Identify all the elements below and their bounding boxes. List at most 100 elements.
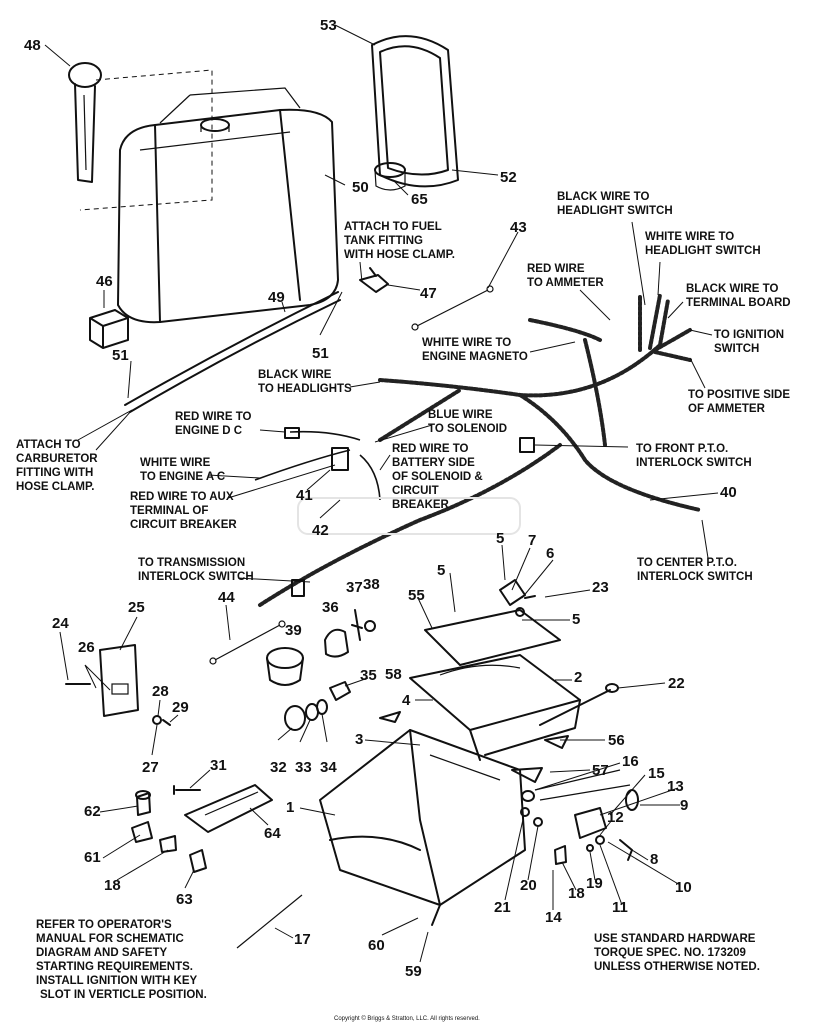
part-number: 51 [112, 347, 129, 364]
part-number: 58 [385, 666, 402, 683]
part-number: 33 [295, 759, 312, 776]
part-number: 11 [612, 899, 628, 916]
fuel-line-drawing [124, 291, 339, 406]
part-number: 16 [622, 753, 639, 770]
part-number: 1 [286, 799, 294, 816]
part-number: 53 [320, 17, 337, 34]
part-number: 63 [176, 891, 193, 908]
part-number: 41 [296, 487, 313, 504]
lower-left-hardware-drawing [131, 784, 303, 949]
label-attach-carburetor: ATTACH TO CARBURETOR FITTING WITH HOSE C… [16, 439, 101, 493]
part-number: 62 [84, 803, 101, 820]
part-number: 3 [355, 731, 363, 748]
part-number: 40 [720, 484, 737, 501]
part-number: 10 [675, 879, 692, 896]
label-transmission: TO TRANSMISSION INTERLOCK SWITCH [138, 557, 254, 583]
fuel-cap-gauge-drawing [68, 62, 213, 211]
part-number: 55 [408, 587, 425, 604]
callout-labels: ATTACH TO FUEL TANK FITTING WITH HOSE CL… [16, 191, 793, 583]
part-number: 27 [142, 759, 159, 776]
dash-components-drawing [266, 609, 376, 701]
part-number: 24 [52, 615, 69, 632]
part-number: 48 [24, 37, 41, 54]
part-number: 5 [572, 611, 580, 628]
label-red-battery: RED WIRE TO BATTERY SIDE OF SOLENOID & C… [392, 443, 486, 511]
block-46-drawing [89, 309, 129, 349]
part-number: 4 [402, 692, 411, 709]
part-number: 9 [680, 797, 688, 814]
part-number: 31 [210, 757, 227, 774]
fuel-tank-drawing [117, 87, 339, 324]
label-center-pto: TO CENTER P.T.O. INTERLOCK SWITCH [637, 557, 753, 583]
part-number: 6 [546, 545, 554, 562]
part-number: 25 [128, 599, 145, 616]
label-white-engine-ac: WHITE WIRE TO ENGINE A C [140, 457, 225, 483]
part-number: 15 [648, 765, 665, 782]
part-number: 20 [520, 877, 537, 894]
label-blue-solenoid: BLUE WIRE TO SOLENOID [428, 409, 507, 435]
label-red-ammeter: RED WIRE TO AMMETER [527, 263, 604, 289]
label-black-headlights: BLACK WIRE TO HEADLIGHTS [258, 369, 352, 395]
part-number: 35 [360, 667, 377, 684]
part-number: 21 [494, 899, 511, 916]
part-number: 57 [592, 762, 609, 779]
label-attach-fuel: ATTACH TO FUEL TANK FITTING WITH HOSE CL… [344, 221, 455, 261]
part-number: 18 [568, 885, 585, 902]
note-operator-manual: REFER TO OPERATOR'S MANUAL FOR SCHEMATIC… [36, 919, 207, 1001]
label-red-engine-dc: RED WIRE TO ENGINE D C [175, 411, 255, 437]
part-number: 38 [363, 576, 380, 593]
label-black-headlight-switch: BLACK WIRE TO HEADLIGHT SWITCH [557, 191, 673, 217]
note-standard-hardware: USE STANDARD HARDWARE TORQUE SPEC. NO. 1… [594, 933, 760, 973]
label-red-aux: RED WIRE TO AUX TERMINAL OF CIRCUIT BREA… [130, 491, 237, 531]
bracket-hardware-drawing [65, 644, 171, 726]
part-number: 32 [270, 759, 287, 776]
part-number: 56 [608, 732, 625, 749]
part-number: 37 [346, 579, 363, 596]
part-number: 22 [668, 675, 685, 692]
part-number: 18 [104, 877, 121, 894]
part-number: 19 [586, 875, 603, 892]
part-number: 43 [510, 219, 527, 236]
part-number: 46 [96, 273, 113, 290]
part-number: 60 [368, 937, 385, 954]
part-number: 2 [574, 669, 582, 686]
fitting-47-drawing [359, 267, 389, 293]
label-front-pto: TO FRONT P.T.O. INTERLOCK SWITCH [636, 443, 752, 469]
part-number: 12 [607, 809, 624, 826]
part-numbers: 48 53 52 50 65 43 46 49 47 51 51 41 42 4… [24, 17, 737, 980]
console-drawing [319, 729, 526, 926]
label-positive-ammeter: TO POSITIVE SIDE OF AMMETER [688, 389, 793, 415]
part-number: 26 [78, 639, 95, 656]
part-number: 59 [405, 963, 422, 980]
label-white-magneto: WHITE WIRE TO ENGINE MAGNETO [422, 337, 528, 363]
part-number: 29 [172, 699, 189, 716]
part-number: 64 [264, 825, 281, 842]
part-number: 42 [312, 522, 329, 539]
part-number: 39 [285, 622, 302, 639]
leader-lines [44, 24, 719, 963]
label-white-headlight-switch: WHITE WIRE TO HEADLIGHT SWITCH [645, 231, 761, 257]
part-number: 7 [528, 532, 536, 549]
part-number: 50 [352, 179, 369, 196]
label-black-terminal-board: BLACK WIRE TO TERMINAL BOARD [686, 283, 791, 309]
part-number: 28 [152, 683, 169, 700]
part-number: 5 [437, 562, 445, 579]
label-ignition-switch: TO IGNITION SWITCH [714, 329, 787, 355]
part-number: 34 [320, 759, 337, 776]
dash-panel-drawing [409, 579, 581, 761]
part-number: 36 [322, 599, 339, 616]
part-number: 61 [84, 849, 101, 866]
part-number: 65 [411, 191, 428, 208]
seat-strap-drawing [371, 35, 459, 191]
key-switch-drawing [284, 699, 328, 731]
part-number: 49 [268, 289, 285, 306]
wiring-harness-drawing [254, 293, 702, 607]
part-number: 52 [500, 169, 517, 186]
copyright-notice: Copyright © Briggs & Stratton, LLC. All … [334, 1015, 480, 1022]
part-number: 51 [312, 345, 329, 362]
part-number: 14 [545, 909, 562, 926]
part-number: 5 [496, 530, 504, 547]
part-number: 17 [294, 931, 311, 948]
part-number: 23 [592, 579, 609, 596]
